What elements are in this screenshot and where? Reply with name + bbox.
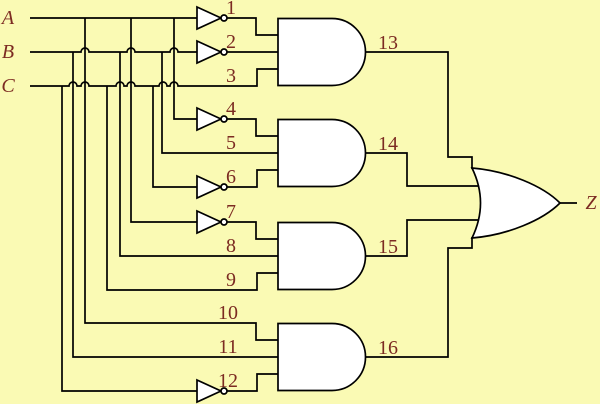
wire-label-5: 5	[226, 132, 236, 154]
wire-label-9: 9	[226, 269, 236, 291]
wire-tap-b-line5	[161, 52, 278, 154]
wire-line6-to-and14	[227, 169, 278, 188]
and-gate-14	[277, 118, 367, 188]
input-label-c: C	[1, 75, 15, 97]
inverter-6-icon	[196, 174, 224, 200]
wire-and16-to-or	[365, 237, 473, 358]
input-label-a: A	[0, 7, 15, 29]
and-gate-16	[277, 322, 367, 392]
wire-tap-a-line4	[173, 18, 197, 120]
output-label-z: Z	[585, 192, 597, 214]
wire-line1-to-and13	[227, 17, 278, 36]
wire-input-b	[30, 47, 197, 53]
gate-label-16: 16	[378, 337, 398, 359]
inverter-6-bubble-icon	[220, 183, 228, 191]
or-gate	[470, 167, 562, 239]
wire-label-7: 7	[226, 201, 236, 223]
wire-line7-to-and15	[227, 221, 278, 240]
wire-label-12: 12	[218, 370, 238, 392]
wire-label-2: 2	[226, 31, 236, 53]
input-label-b: B	[2, 41, 14, 63]
gate-label-13: 13	[378, 32, 398, 54]
wire-and13-to-or	[365, 51, 473, 169]
wire-line12-to-and16	[227, 373, 278, 392]
wire-tap-b-line11	[72, 52, 278, 358]
inverter-2-bubble-icon	[220, 48, 228, 56]
inverter-4-bubble-icon	[220, 115, 228, 123]
wire-tap-b-line8	[119, 52, 278, 257]
wire-and14-to-or	[365, 152, 479, 187]
inverter-12-icon	[196, 378, 224, 404]
wire-label-6: 6	[226, 166, 236, 188]
wire-label-8: 8	[226, 235, 236, 257]
and-gate-13	[277, 17, 367, 87]
inverter-1-icon	[196, 5, 224, 31]
inverter-2-icon	[196, 39, 224, 65]
and-gate-15	[277, 221, 367, 291]
inverter-4-icon	[196, 106, 224, 132]
wire-label-1: 1	[226, 0, 236, 19]
inverter-12-bubble-icon	[220, 387, 228, 395]
wire-label-11: 11	[218, 336, 237, 358]
inverter-1-bubble-icon	[220, 14, 228, 22]
wire-line4-to-and14	[227, 118, 278, 137]
wire-label-10: 10	[218, 302, 238, 324]
wire-label-4: 4	[226, 98, 236, 120]
inverter-7-icon	[196, 209, 224, 235]
wire-tap-a-line7	[130, 18, 197, 223]
wire-tap-c-line9	[106, 86, 278, 291]
wire-and15-to-or	[365, 219, 479, 257]
wire-tap-a-line10	[84, 18, 278, 341]
wire-tap-c-line12	[61, 86, 197, 392]
wire-input-c	[30, 68, 278, 87]
wire-label-3: 3	[226, 65, 236, 87]
gate-label-14: 14	[378, 133, 398, 155]
inverter-7-bubble-icon	[220, 218, 228, 226]
wire-tap-c-line6	[152, 86, 197, 188]
gate-label-15: 15	[378, 236, 398, 258]
